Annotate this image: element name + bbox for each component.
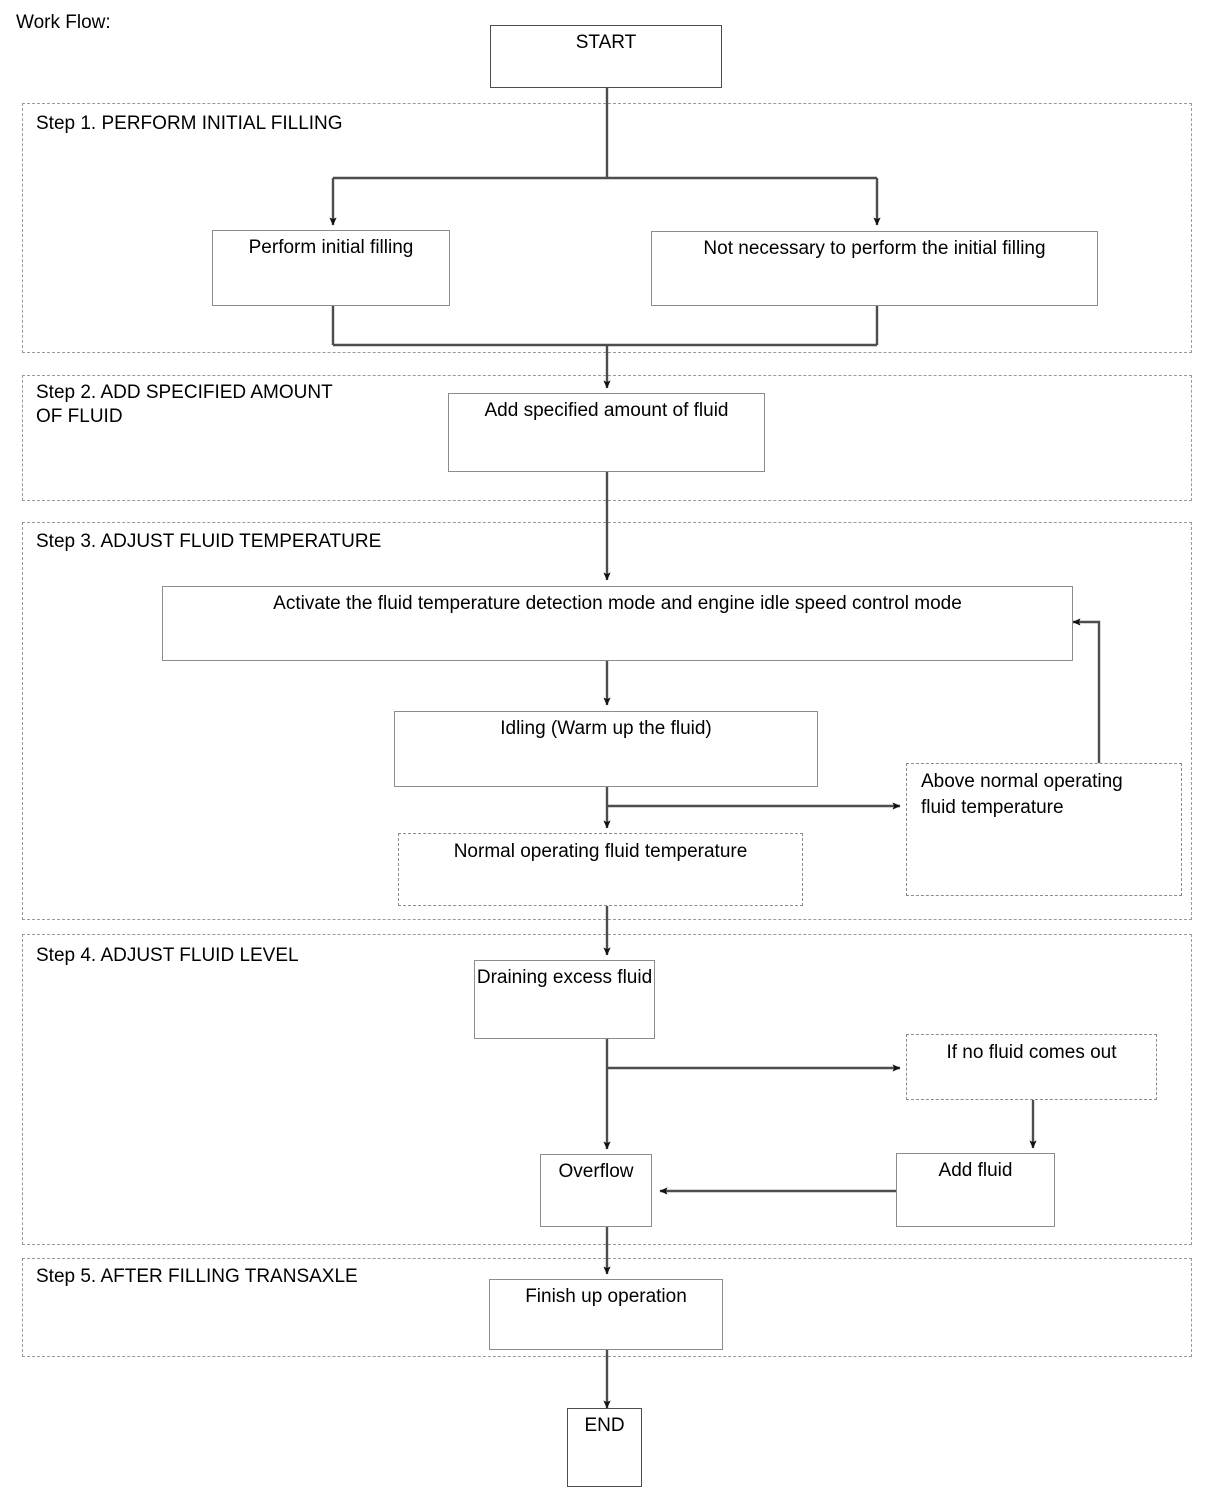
node-perform-initial-filling[interactable]: Perform initial filling	[212, 230, 450, 306]
above-temp-line-2: fluid temperature	[921, 797, 1064, 818]
node-normal-operating-fluid-temperature[interactable]: Normal operating fluid temperature	[398, 833, 803, 906]
node-above-normal-operating-fluid-temperature[interactable]: Above normal operating fluid temperature	[906, 763, 1182, 896]
node-activate-detection-mode[interactable]: Activate the fluid temperature detection…	[162, 586, 1073, 661]
node-overflow[interactable]: Overflow	[540, 1154, 652, 1227]
step-4-title: Step 4. ADJUST FLUID LEVEL	[36, 945, 299, 966]
node-end[interactable]: END	[567, 1408, 642, 1487]
node-finish-up-operation[interactable]: Finish up operation	[489, 1279, 723, 1350]
node-start[interactable]: START	[490, 25, 722, 88]
node-add-specified-amount-of-fluid[interactable]: Add specified amount of fluid	[448, 393, 765, 472]
step-2-title-line2: OF FLUID	[36, 406, 123, 427]
step-5-title: Step 5. AFTER FILLING TRANSAXLE	[36, 1266, 358, 1287]
edge-loopback-activate	[1072, 618, 1101, 763]
node-not-necessary-initial-filling[interactable]: Not necessary to perform the initial fil…	[651, 231, 1098, 306]
above-temp-line-1: Above normal operating	[921, 771, 1123, 792]
step-3-title: Step 3. ADJUST FLUID TEMPERATURE	[36, 531, 382, 552]
step-2-title-line1: Step 2. ADD SPECIFIED AMOUNT	[36, 382, 333, 403]
step-1-title: Step 1. PERFORM INITIAL FILLING	[36, 113, 343, 134]
node-draining-excess-fluid[interactable]: Draining excess fluid	[474, 960, 655, 1039]
node-if-no-fluid-comes-out[interactable]: If no fluid comes out	[906, 1034, 1157, 1100]
node-idling-warm-up-fluid[interactable]: Idling (Warm up the fluid)	[394, 711, 818, 787]
page-title: Work Flow:	[16, 12, 111, 33]
node-add-fluid[interactable]: Add fluid	[896, 1153, 1055, 1227]
